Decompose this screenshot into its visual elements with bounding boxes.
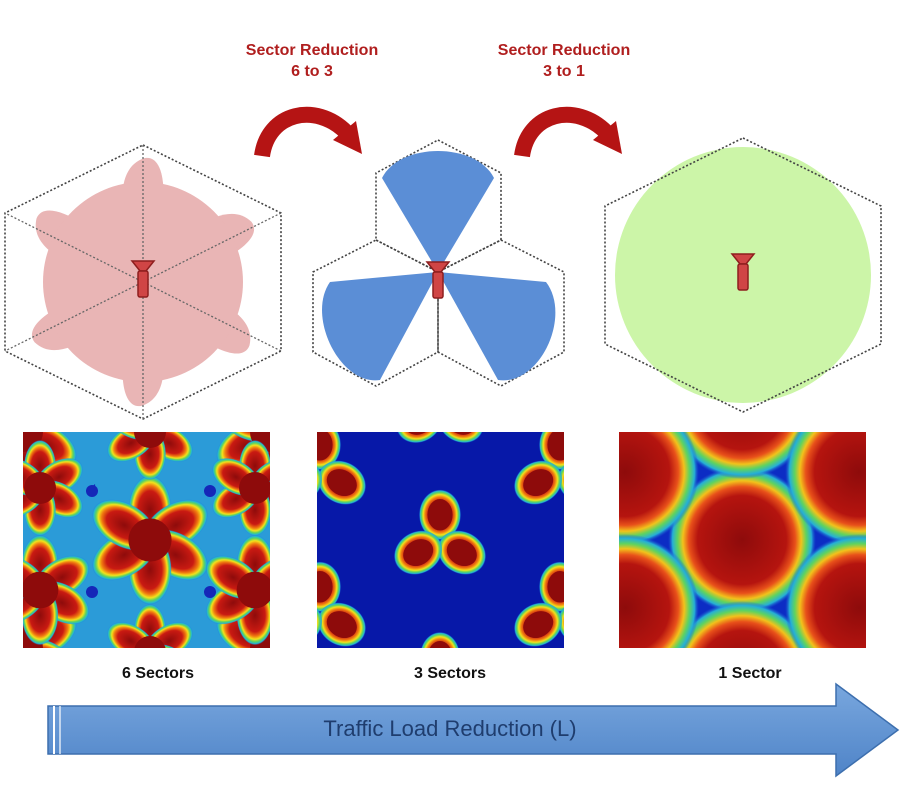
step-title: Sector Reduction (245, 42, 379, 59)
right-arrow-icon (47, 682, 900, 778)
curved-arrow-icon (254, 106, 362, 158)
caption-three-sectors: 3 Sectors (413, 665, 487, 682)
three-sector-cell (312, 139, 565, 387)
step-label-3-to-1: Sector Reduction 3 to 1 (464, 40, 664, 82)
caption-one-sector: 1 Sector (718, 665, 782, 682)
cell-hexagon (604, 137, 882, 413)
step-title: Sector Reduction (497, 42, 631, 59)
step-subtitle: 3 to 1 (543, 63, 585, 80)
one-sector-cell (604, 137, 882, 413)
six-sector-cell (4, 144, 282, 420)
heatmap-one-sector (619, 432, 866, 648)
heatmap-three-sectors (317, 432, 564, 648)
step-subtitle: 6 to 3 (291, 63, 333, 80)
caption-six-sectors: 6 Sectors (121, 665, 195, 682)
step-label-6-to-3: Sector Reduction 6 to 3 (212, 40, 412, 82)
traffic-load-label: Traffic Load Reduction (L) (323, 716, 577, 741)
three-sector-lobes (322, 151, 556, 381)
curved-arrow-icon (514, 106, 622, 158)
heatmap-six-sectors (23, 432, 270, 648)
